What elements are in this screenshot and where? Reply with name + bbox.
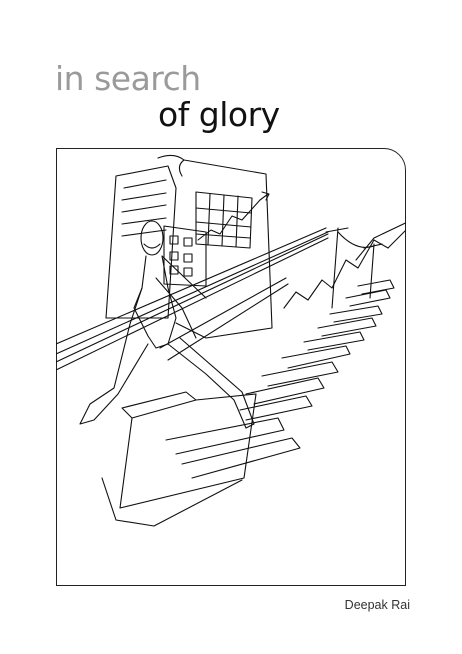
author-name: Deepak Rai: [344, 598, 410, 612]
title-line-2: of glory: [158, 95, 280, 134]
cover-illustration: [56, 154, 406, 527]
title-line-1: in search: [55, 59, 201, 98]
illustration-frame: [56, 148, 406, 586]
